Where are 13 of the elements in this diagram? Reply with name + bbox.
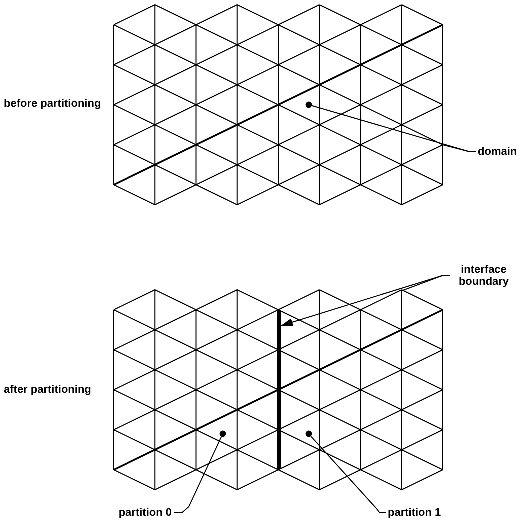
leader-line: [310, 436, 386, 514]
marker-dot: [306, 102, 312, 108]
marker-dot: [220, 430, 226, 438]
marker-dot: [306, 430, 312, 438]
leader-label: domain: [478, 146, 518, 158]
leader-label: partition 0: [118, 507, 172, 519]
leader-line: [174, 436, 222, 514]
leader-label: interface boundary: [452, 264, 516, 288]
leader-label: partition 1: [388, 507, 442, 519]
leader-line: [402, 276, 450, 292]
mesh-caption: after partitioning: [4, 384, 92, 396]
mesh-caption: before partitioning: [4, 98, 102, 110]
leader-line: [442, 144, 476, 152]
